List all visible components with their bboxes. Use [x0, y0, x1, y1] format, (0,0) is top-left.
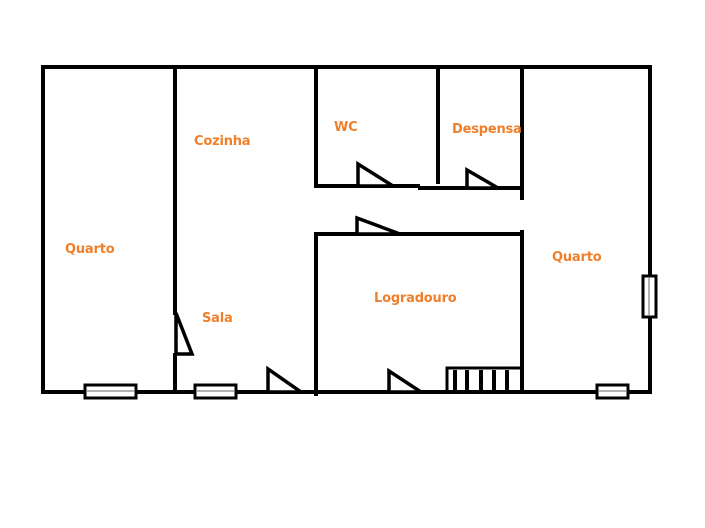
room-label-wc: WC: [334, 120, 358, 135]
room-label-quarto-left: Quarto: [65, 242, 115, 257]
stairs-icon: [445, 366, 524, 394]
door-icon-wc: [356, 160, 400, 188]
room-label-logradouro: Logradouro: [374, 291, 457, 306]
door-icon-logradouro-bottom: [387, 367, 427, 394]
door-icon-logradouro-top: [355, 215, 401, 236]
door-icon-despensa: [465, 166, 505, 190]
room-label-cozinha: Cozinha: [194, 134, 251, 149]
room-label-despensa: Despensa: [452, 122, 522, 137]
room-label-sala: Sala: [202, 311, 233, 326]
door-icon-sala-entrance: [266, 365, 307, 394]
door-icon-quarto-sala: [174, 312, 195, 356]
room-label-quarto-right: Quarto: [552, 250, 602, 265]
